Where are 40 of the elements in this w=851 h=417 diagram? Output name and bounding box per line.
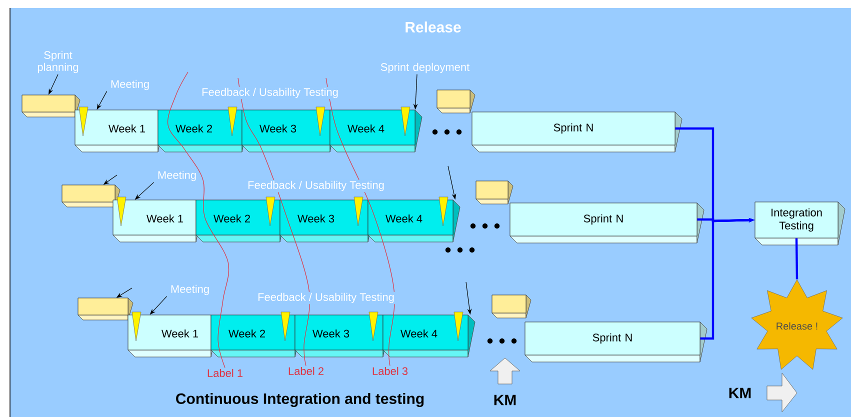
- week-block: Week 2: [196, 200, 288, 242]
- arrow-label: KM: [494, 394, 516, 406]
- annotation-text: Feedback / Usability Testing: [256, 292, 396, 304]
- week-block: Week 2: [210, 314, 302, 358]
- annotation-text: Meeting: [171, 284, 209, 296]
- caption: Continuous Integration and testing: [176, 392, 424, 408]
- sprint-block: Sprint N: [524, 322, 708, 362]
- curve-label: Label 2: [288, 366, 324, 376]
- arrow-label: KM: [729, 388, 751, 398]
- annotation-text: Sprint planning: [38, 50, 78, 74]
- week-block: Week 4: [382, 314, 476, 358]
- process-box: Integration Testing: [754, 202, 846, 246]
- curve-label: Label 3: [372, 366, 408, 376]
- week-block: Week 2: [158, 110, 250, 152]
- week-block: Week 3: [242, 110, 338, 152]
- planning-block: [78, 298, 134, 320]
- week-block: Week 3: [294, 314, 390, 358]
- leader-line: [326, 78, 395, 366]
- annotation-text: Feedback / Usability Testing: [200, 86, 340, 100]
- planning-block: [436, 90, 476, 114]
- curve-label: Label 1: [208, 368, 242, 378]
- annotation-text: Meeting: [111, 80, 149, 90]
- week-block: Week 1: [128, 314, 218, 358]
- planning-block: [492, 294, 532, 318]
- week-block: Week 1: [112, 200, 204, 242]
- week-block: Week 4: [368, 200, 460, 242]
- sprint-block: Sprint N: [510, 202, 704, 244]
- week-block: Week 1: [74, 110, 166, 152]
- planning-block: [62, 184, 120, 208]
- connector: [795, 238, 798, 280]
- annotation-text: Meeting: [158, 170, 196, 182]
- annotation-text: Sprint deployment: [380, 62, 470, 74]
- planning-block: [22, 94, 80, 118]
- title: Release: [406, 21, 461, 32]
- sprint-block: Sprint N: [472, 112, 682, 152]
- week-block: Week 4: [330, 110, 422, 152]
- week-block: Week 3: [280, 200, 376, 242]
- starburst: Release !: [751, 279, 843, 370]
- planning-block: [476, 180, 514, 204]
- annotation-text: Feedback / Usability Testing: [246, 180, 386, 192]
